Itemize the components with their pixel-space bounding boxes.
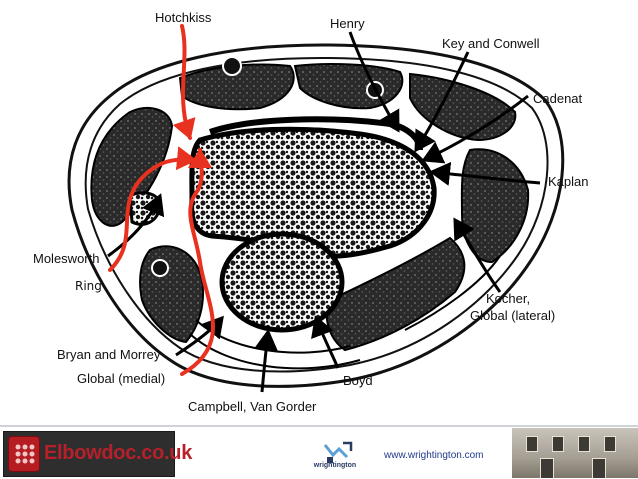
cadenat-arrow: [421, 94, 529, 164]
nerve: [151, 259, 169, 277]
label-ring: Ring: [75, 279, 102, 293]
wrightington-logo-text: wrightington: [313, 462, 357, 469]
label-boyd: Boyd: [343, 373, 373, 388]
molesworth-arrow: [107, 193, 165, 258]
wrightington-logo-icon: [323, 441, 353, 463]
website-link[interactable]: www.wrightington.com: [384, 450, 484, 461]
label-campbell: Campbell, Van Gorder: [188, 399, 317, 414]
campbell-arrow: [254, 329, 278, 393]
approach-arrows: [107, 31, 541, 393]
ring-arrow: [108, 146, 197, 272]
hotchkiss-arrow: [172, 24, 196, 140]
label-molesworth: Molesworth: [33, 251, 99, 266]
key-conwell-arrow: [414, 51, 470, 153]
label-global-medial: Global (medial): [77, 371, 165, 386]
kocher-arrow: [453, 217, 502, 293]
elbowdoc-brand-text: Elbowdoc.co.uk: [44, 442, 193, 464]
label-henry: Henry: [330, 16, 365, 31]
inferior-muscle: [325, 236, 466, 352]
label-bryan-morrey: Bryan and Morrey: [57, 347, 161, 362]
kaplan-arrow: [429, 161, 541, 186]
elbowdoc-mark-icon: [8, 436, 40, 472]
footer-divider: [0, 425, 638, 427]
label-key-conwell: Key and Conwell: [442, 36, 540, 51]
vessel: [222, 56, 242, 76]
elbow-cross-section-diagram: Hotchkiss Henry Key and Conwell Cadenat …: [33, 10, 588, 414]
label-cadenat: Cadenat: [533, 91, 583, 106]
footer-banner: Elbowdoc.co.uk wrightington www.wrightin…: [0, 425, 638, 479]
henry-arrow: [348, 31, 400, 133]
bryan-morrey-arrow: [175, 315, 224, 357]
posterior-muscle: [90, 107, 174, 227]
radius-bone: [219, 231, 345, 333]
global-medial-arrow: [180, 148, 215, 376]
boyd-arrow: [311, 315, 340, 369]
label-global-lateral: Global (lateral): [470, 308, 555, 323]
elbowdoc-logo[interactable]: Elbowdoc.co.uk: [3, 431, 192, 477]
hospital-building-photo: [512, 428, 638, 478]
highlight-arrows: [108, 24, 215, 376]
label-hotchkiss: Hotchkiss: [155, 10, 212, 25]
ulna-bone: [189, 126, 437, 259]
label-kaplan: Kaplan: [548, 174, 588, 189]
label-kocher: Kocher,: [486, 291, 530, 306]
